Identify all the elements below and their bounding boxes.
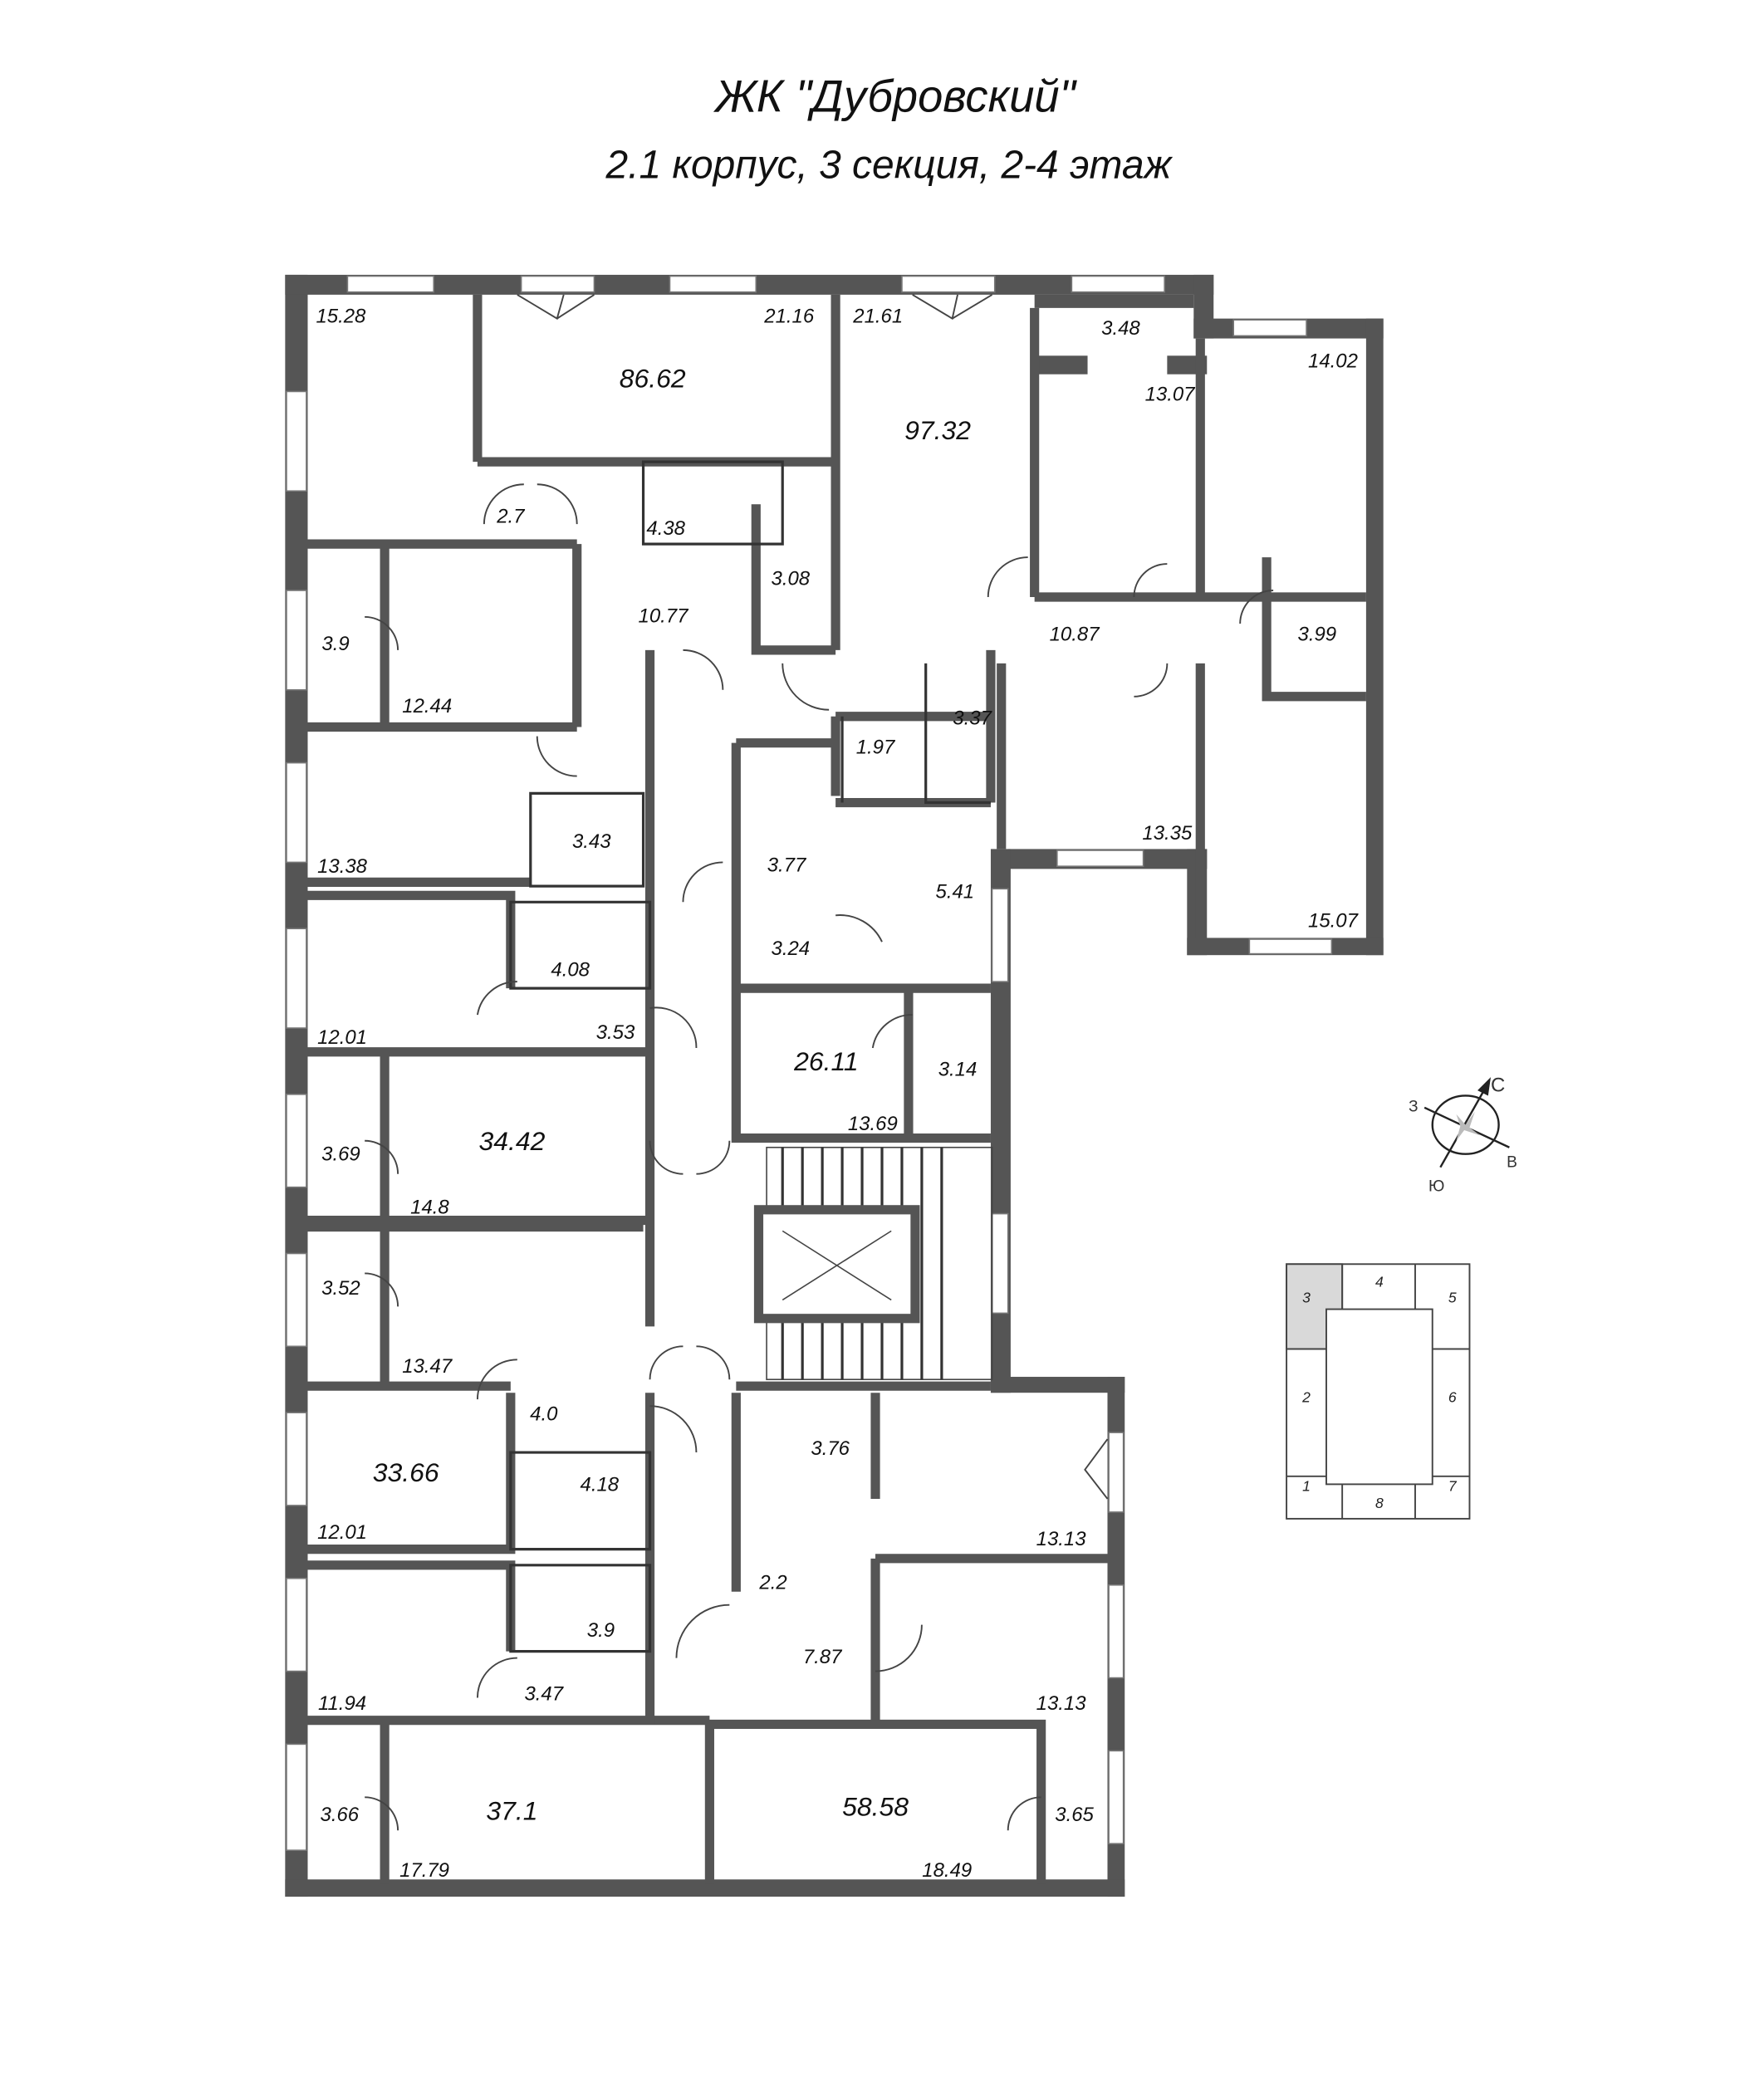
apartment-area-labels: 86.62 97.32 26.11 34.42 33.66 37.1 58.58 <box>373 364 972 1826</box>
room-area: 3.65 <box>1055 1804 1094 1826</box>
room-area: 15.28 <box>316 305 366 327</box>
apartment-area: 26.11 <box>793 1046 859 1076</box>
compass-north-label: С <box>1491 1075 1505 1097</box>
room-area: 2.7 <box>496 506 526 528</box>
apartment-area: 33.66 <box>373 1457 439 1487</box>
room-area: 12.44 <box>402 695 452 717</box>
room-area: 3.47 <box>524 1683 564 1706</box>
key-section-label: 6 <box>1448 1388 1457 1405</box>
room-area: 1.97 <box>856 736 896 758</box>
door-swings <box>365 294 1274 1831</box>
key-section-label: 5 <box>1448 1290 1457 1306</box>
room-area: 3.9 <box>587 1619 615 1642</box>
room-area: 13.38 <box>317 855 368 878</box>
room-area: 13.47 <box>402 1355 453 1378</box>
room-area: 14.02 <box>1308 350 1358 373</box>
apartment-area: 37.1 <box>486 1795 537 1825</box>
room-area: 3.48 <box>1101 317 1140 340</box>
key-section-label: 1 <box>1302 1477 1311 1494</box>
room-area: 17.79 <box>399 1859 449 1882</box>
room-area: 10.87 <box>1050 624 1101 646</box>
room-area: 3.37 <box>953 707 992 729</box>
apartment-area: 34.42 <box>478 1126 545 1156</box>
room-area: 3.53 <box>596 1021 635 1044</box>
apartment-area: 86.62 <box>620 364 686 394</box>
room-area: 21.61 <box>852 305 903 327</box>
room-area: 13.07 <box>1145 384 1197 406</box>
room-area: 3.76 <box>811 1437 850 1460</box>
room-area: 3.77 <box>767 854 807 877</box>
room-area: 15.07 <box>1308 910 1360 933</box>
room-area-labels: 15.28 21.16 21.61 3.48 13.07 14.02 2.7 4… <box>316 305 1359 1882</box>
room-area: 5.41 <box>936 881 975 903</box>
room-area: 3.9 <box>321 633 349 655</box>
apartment-area: 97.32 <box>904 415 971 445</box>
room-area: 2.2 <box>758 1572 786 1594</box>
room-area: 3.52 <box>321 1277 360 1300</box>
key-section-label: 7 <box>1448 1477 1458 1494</box>
key-section-label: 2 <box>1301 1388 1311 1405</box>
room-area: 4.0 <box>530 1403 558 1426</box>
room-area: 12.01 <box>317 1026 367 1049</box>
key-section-label: 8 <box>1375 1495 1384 1511</box>
room-area: 13.69 <box>848 1113 898 1135</box>
apartment-area: 58.58 <box>842 1792 909 1822</box>
key-courtyard <box>1325 1308 1433 1486</box>
arrow-head-icon <box>1477 1077 1492 1096</box>
room-area: 10.77 <box>639 605 690 627</box>
compass: С З Ю В <box>1409 1075 1517 1196</box>
key-section-label: 4 <box>1375 1273 1384 1290</box>
floor-plan <box>285 274 1384 1897</box>
room-area: 3.69 <box>321 1143 360 1166</box>
room-area: 4.38 <box>646 517 685 540</box>
interior-walls <box>307 294 1366 1884</box>
room-area: 3.08 <box>772 568 811 590</box>
compass-west-label: З <box>1409 1099 1419 1116</box>
compass-south-label: Ю <box>1428 1178 1444 1195</box>
room-area: 11.94 <box>318 1692 366 1715</box>
complex-title: ЖК "Дубровский" <box>713 71 1077 122</box>
room-area: 3.24 <box>772 938 811 960</box>
room-area: 4.18 <box>581 1473 620 1496</box>
room-area: 3.14 <box>938 1059 978 1081</box>
room-area: 13.35 <box>1142 822 1193 845</box>
room-area: 3.66 <box>321 1804 360 1826</box>
floor-subtitle: 2.1 корпус, 3 секция, 2-4 этаж <box>605 143 1174 187</box>
elevator-shaft <box>753 1205 920 1324</box>
section-key-plan: 1 2 3 4 5 6 7 8 <box>1286 1263 1471 1520</box>
compass-east-label: В <box>1507 1154 1517 1172</box>
room-area: 13.13 <box>1036 1528 1087 1550</box>
room-area: 14.8 <box>410 1197 449 1219</box>
stairwell <box>753 1146 993 1381</box>
room-area: 3.99 <box>1298 624 1337 646</box>
room-area: 12.01 <box>317 1521 367 1544</box>
key-section-label: 3 <box>1302 1290 1311 1306</box>
compass-star-icon <box>1456 1111 1481 1141</box>
room-area: 18.49 <box>922 1859 972 1882</box>
room-area: 7.87 <box>803 1646 843 1668</box>
room-area: 13.13 <box>1036 1692 1087 1715</box>
room-area: 21.16 <box>763 305 815 327</box>
room-area: 4.08 <box>551 959 590 982</box>
windows <box>286 275 1333 1851</box>
room-area: 3.43 <box>572 830 611 853</box>
